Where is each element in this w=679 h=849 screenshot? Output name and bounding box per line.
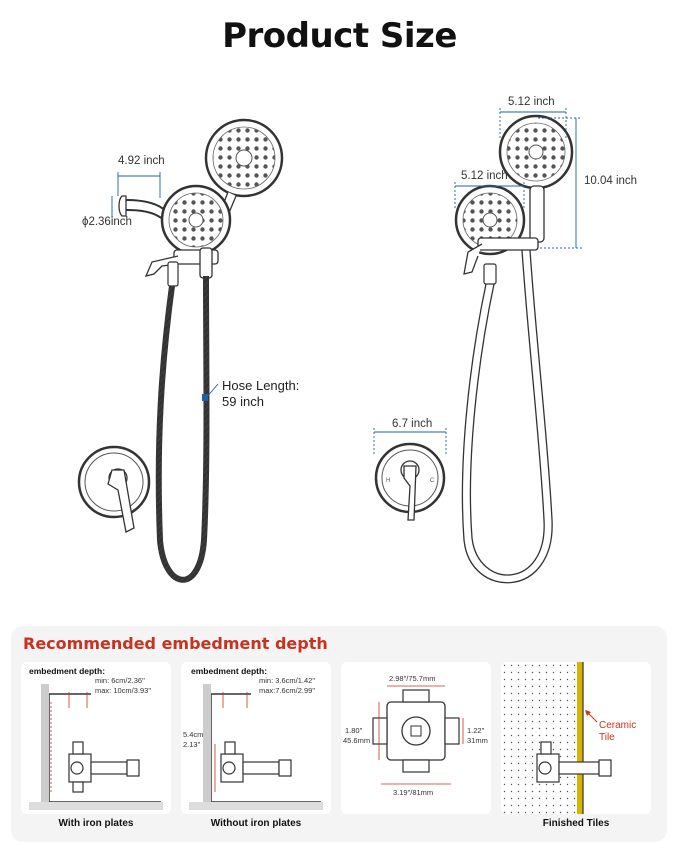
height-label: 10.04 inch [584,175,638,187]
card3-right-top: 1.22" [467,726,485,735]
card4-caption: Finished Tiles [542,818,610,829]
left-overhead-head [204,118,284,221]
without-iron-plates-diagram [189,684,323,810]
card-without-iron-plates: embedment depth: min: 3.6cm/1.42" max:7.… [181,662,331,814]
svg-text:H: H [386,478,390,484]
left-handheld-head [144,184,232,287]
card2-depth-label: embedment depth: [191,666,268,676]
card4-ceramic-label: Ceramic Tile [599,720,636,744]
card1-depth-label: embedment depth: [29,666,106,676]
right-handheld-head [454,184,539,285]
card3-left-bottom: 45.6mm [343,736,371,745]
card3-right-bottom: 31mm [467,736,488,745]
finished-tiles-diagram [501,662,612,814]
card2-side-top: 5.4cm [183,730,204,739]
left-trim-plate [77,445,151,533]
right-hose [461,249,553,584]
arm-width-label: 4.92 inch [118,155,165,167]
hose-length-label: Hose Length: 59 inch [222,378,299,410]
card-with-iron-plates: embedment depth: min: 6cm/2.36" max: 10c… [21,662,171,814]
card2-max: max:7.6cm/2.99" [259,686,316,695]
card1-caption: With iron plates [58,818,134,829]
card-finished-tiles: Ceramic Tile [501,662,651,814]
embedment-panel: Recommended embedment depth embedment de… [11,626,667,842]
valve-dimensions-diagram [372,685,464,785]
head-width-lower-label: 5.12 inch [461,170,508,182]
card1-max: max: 10cm/3.93" [95,686,152,695]
product-diagram: H C [77,108,582,584]
card3-bottom-dim: 3.19"/81mm [393,788,434,797]
hose-length-title: Hose Length: [222,378,300,393]
right-dimension-lines [373,108,582,454]
left-shower-arm [118,195,193,233]
card3-left-top: 1.80" [345,726,363,735]
card4-ceramic-line2: Tile [599,732,615,743]
card1-min: min: 6cm/2.36" [95,676,145,685]
card3-top-dim: 2.98"/75.7mm [389,674,436,683]
card2-min: min: 3.6cm/1.42" [259,676,316,685]
card2-caption: Without iron plates [210,818,302,829]
page-title: Product Size [222,16,457,56]
hose-length-value: 59 inch [222,394,264,409]
dim-arm-width [117,172,161,198]
left-hose [155,275,210,583]
right-trim-plate: H C [374,442,446,521]
hose-leader [202,383,219,401]
flange-diameter-label: ϕ2.36inch [82,216,132,228]
embedment-title: Recommended embedment depth [23,634,328,653]
with-iron-plates-diagram [29,684,163,810]
trim-width-label: 6.7 inch [392,418,433,430]
svg-text:C: C [430,478,435,484]
head-width-top-label: 5.12 inch [508,96,555,108]
card-valve-dimensions: 2.98"/75.7mm 1.80" 45.6mm 1.22" 31mm 3.1… [341,662,491,814]
right-overhead-head [498,114,574,243]
card2-side-bottom: 2.13" [183,740,201,749]
card4-ceramic-line1: Ceramic [599,720,637,731]
